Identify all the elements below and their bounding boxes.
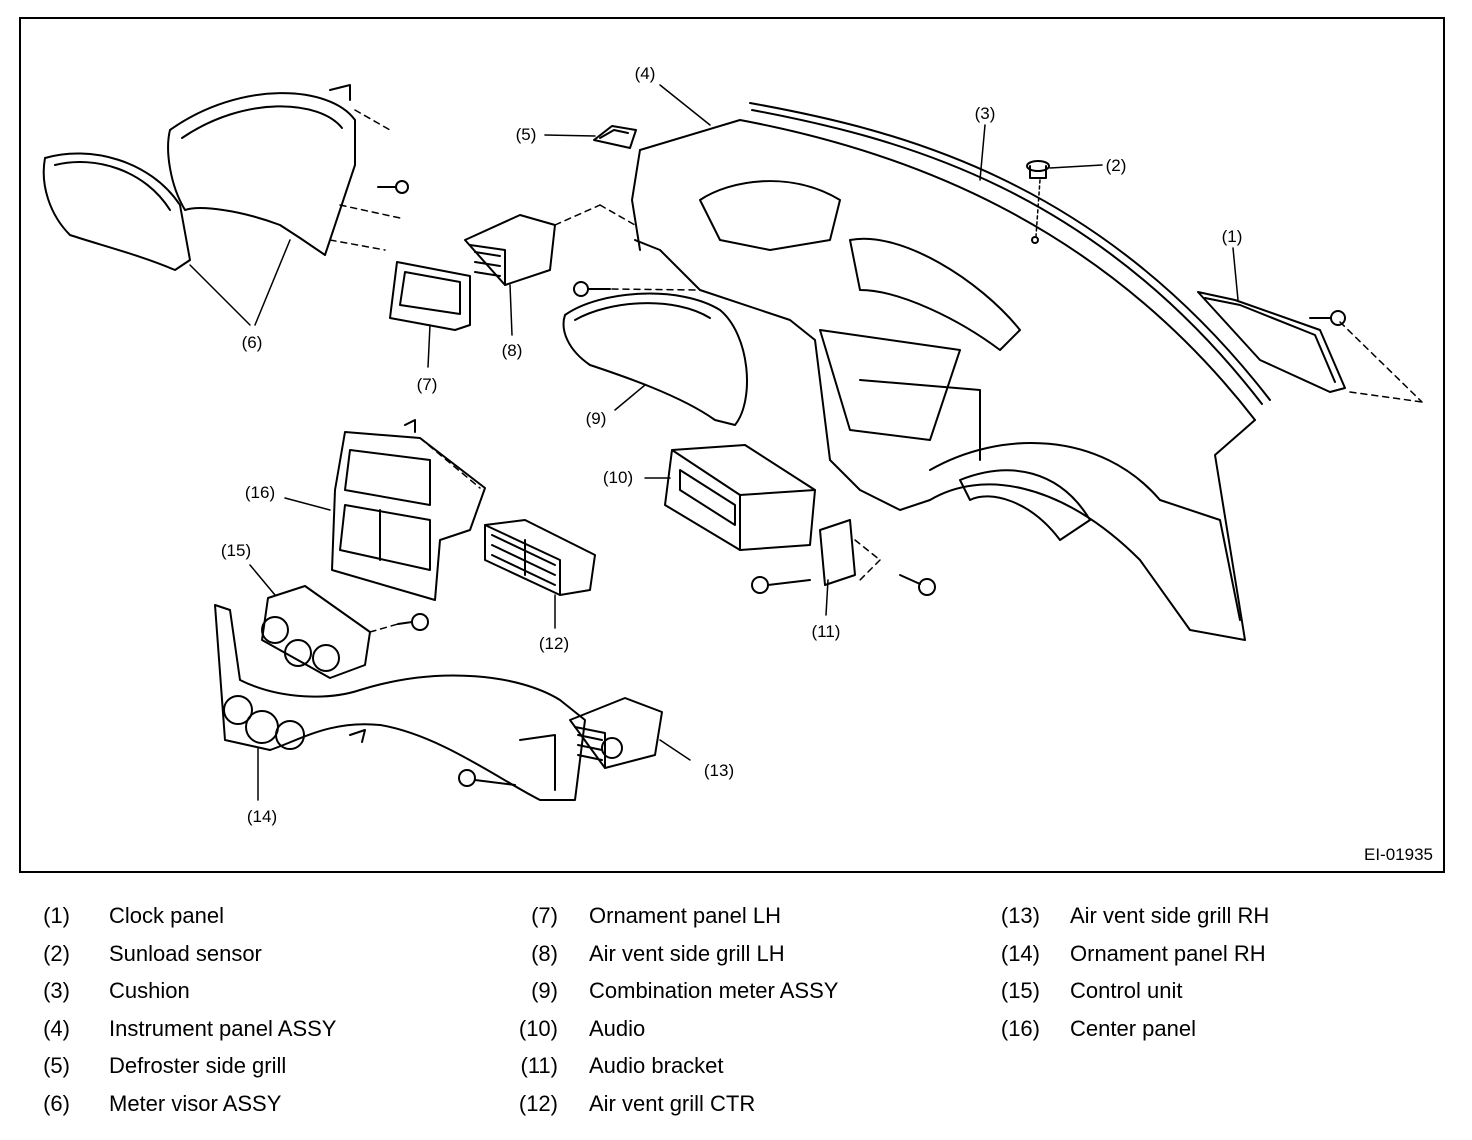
ornament-panel-lh-part: [389, 261, 471, 331]
legend-label: Center panel: [1070, 1015, 1196, 1041]
audio-part: [664, 444, 816, 551]
audio-bracket-part: [751, 519, 936, 596]
air-vent-ctr-part: [484, 519, 596, 596]
legend-number: (9): [531, 978, 558, 1004]
legend-number: (11): [520, 1053, 559, 1079]
legend-label: Audio: [589, 1015, 646, 1041]
legend-label: Sunload sensor: [109, 940, 262, 966]
air-vent-rh-part: [569, 697, 663, 769]
legend-number: (3): [43, 978, 70, 1004]
defroster-grill-part: [593, 125, 637, 149]
meter-visor-part: [42, 84, 409, 271]
legend-number: (6): [43, 1090, 70, 1116]
legend-number: (16): [1000, 1015, 1040, 1041]
callout-5: (5): [516, 125, 537, 144]
legend-label: Combination meter ASSY: [589, 978, 839, 1004]
cushion-part: [749, 102, 1271, 405]
callout-4: (4): [635, 64, 656, 83]
legend-number: (13): [1000, 903, 1040, 928]
legend-label: Air vent side grill RH: [1070, 903, 1270, 928]
legend-label: Ornament panel LH: [589, 903, 781, 928]
callout-7: (7): [417, 375, 438, 394]
legend-number: (15): [1000, 978, 1040, 1004]
legend-label: Ornament panel RH: [1070, 940, 1266, 966]
exploded-view-drawing: (1) (2) (3) (4) (5) (6) (7) (8) (9) (10)…: [42, 64, 1423, 826]
legend-number: (2): [43, 940, 70, 966]
leader-lines: [189, 84, 1239, 801]
legend-number: (14): [1000, 940, 1040, 966]
legend-number: (1): [43, 903, 70, 928]
legend-number: (10): [518, 1015, 558, 1041]
callout-15: (15): [221, 541, 251, 560]
instrument-panel-part: [631, 119, 1256, 641]
clock-panel-part: [1197, 291, 1423, 403]
sunload-sensor-part: [1026, 160, 1050, 237]
legend-label: Instrument panel ASSY: [109, 1015, 337, 1041]
control-unit-part: [261, 585, 429, 679]
legend-label: Audio bracket: [589, 1053, 724, 1079]
legend-number: (7): [531, 903, 558, 928]
ornament-panel-rh-part: [214, 604, 586, 801]
diagram-frame: EI-01935: [19, 17, 1445, 873]
legend-number: (5): [43, 1053, 70, 1079]
callout-1: (1): [1222, 227, 1243, 246]
legend-label: Air vent grill CTR: [589, 1090, 756, 1116]
combination-meter-part: [562, 281, 748, 426]
callout-3: (3): [975, 104, 996, 123]
callout-16: (16): [245, 483, 275, 502]
legend-number: (8): [531, 940, 558, 966]
callout-6: (6): [242, 333, 263, 352]
callout-10: (10): [603, 468, 633, 487]
legend-label: Cushion: [109, 978, 190, 1004]
callout-12: (12): [539, 634, 569, 653]
center-panel-part: [331, 419, 486, 601]
legend-label: Control unit: [1070, 978, 1183, 1004]
callout-9: (9): [586, 409, 607, 428]
callout-2: (2): [1106, 156, 1127, 175]
air-vent-lh-part: [464, 204, 636, 286]
callout-13: (13): [704, 761, 734, 780]
legend-number: (12): [518, 1090, 558, 1116]
callout-11: (11): [812, 622, 841, 641]
legend-label: Defroster side grill: [109, 1053, 287, 1079]
figure-code: EI-01935: [1364, 845, 1433, 864]
callout-8: (8): [502, 341, 523, 360]
legend-label: Meter visor ASSY: [109, 1090, 282, 1116]
legend-label: Air vent side grill LH: [589, 940, 785, 966]
callout-14: (14): [247, 807, 277, 826]
legend-label: Clock panel: [109, 903, 224, 928]
legend-number: (4): [43, 1015, 70, 1041]
